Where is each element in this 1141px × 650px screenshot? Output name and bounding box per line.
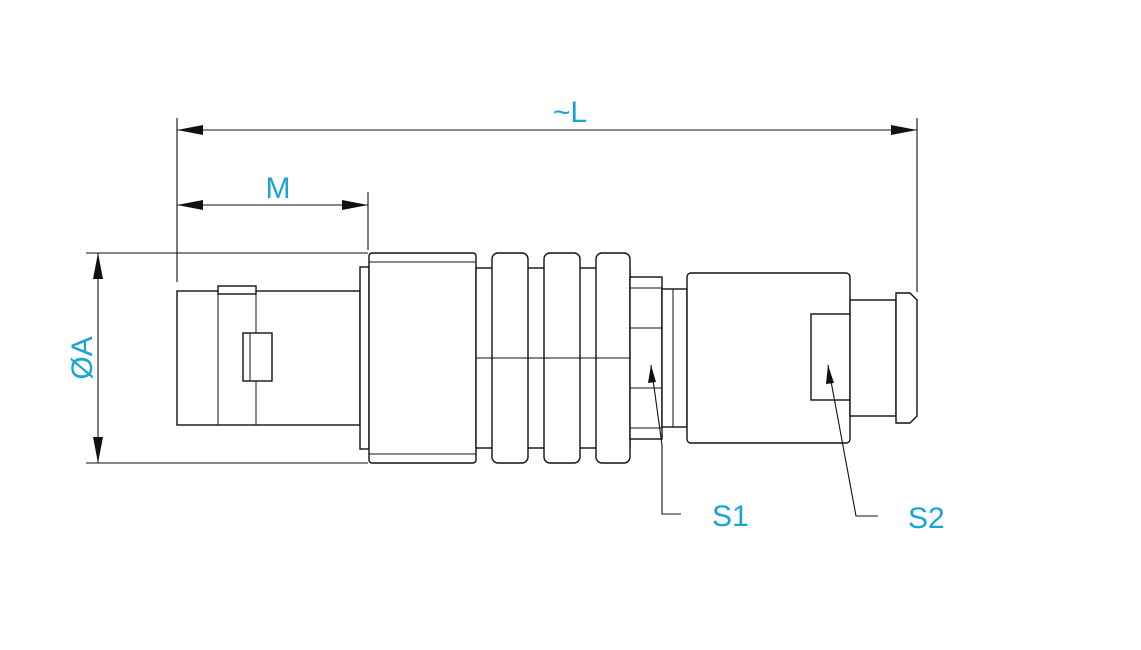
insert-key-top — [217, 285, 257, 295]
m-arrow-right — [342, 200, 368, 210]
connector-body — [176, 252, 918, 464]
flange — [359, 266, 370, 450]
neck — [661, 288, 688, 428]
s2-leader-line — [827, 364, 878, 517]
diameter-label: ØA — [66, 336, 99, 379]
m-arrow-left — [177, 200, 203, 210]
cable-boot-tip — [895, 292, 918, 424]
leader-s1: S1 — [648, 364, 749, 533]
s1-label: S1 — [712, 500, 749, 533]
arrow-left — [177, 125, 203, 135]
dimension-m: M — [177, 172, 369, 250]
arrow-right — [891, 125, 917, 135]
length-label: ~L — [553, 96, 587, 129]
diameter-arrow-bottom — [93, 437, 103, 463]
dimension-length: ~L — [176, 96, 918, 292]
s2-label: S2 — [908, 502, 945, 535]
leader-s2: S2 — [826, 364, 945, 535]
diameter-arrow-top — [93, 253, 103, 279]
hex-nut-s1 — [629, 276, 663, 440]
m-label: M — [266, 172, 291, 205]
main-body — [368, 252, 477, 464]
insert-latch — [242, 332, 273, 382]
dimension-diameter: ØA — [66, 252, 368, 464]
s2-arrow — [826, 365, 834, 384]
cable-boot — [849, 299, 897, 417]
back-nut-flat — [810, 313, 851, 401]
s1-leader-line — [650, 364, 681, 515]
s1-arrow — [648, 365, 656, 383]
